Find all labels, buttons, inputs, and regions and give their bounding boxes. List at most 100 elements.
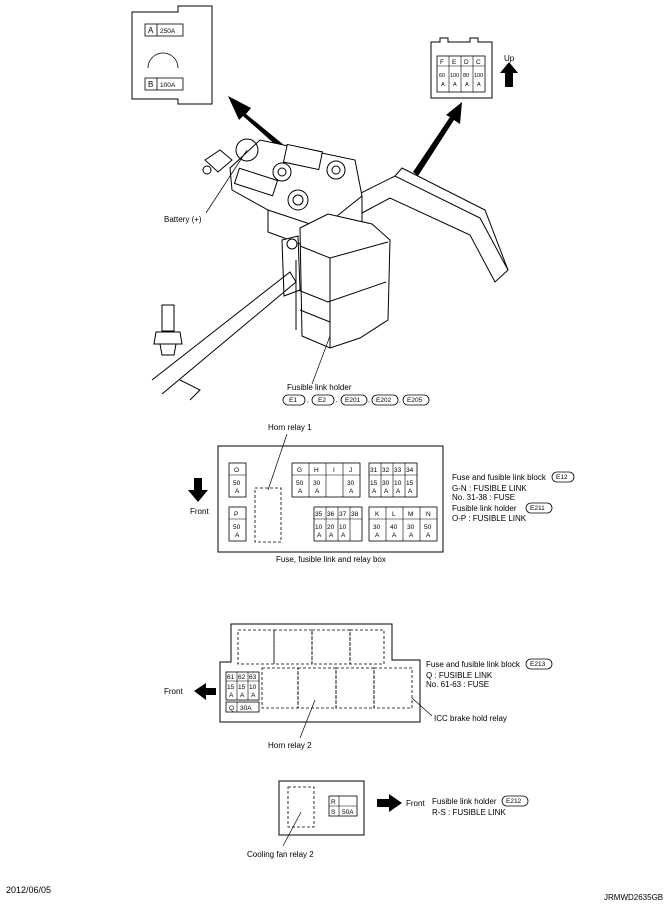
fuse-a-amp: 250A <box>160 28 176 35</box>
svg-text:R-S : FUSIBLE LINK: R-S : FUSIBLE LINK <box>432 808 506 817</box>
fuse-a-letter: A <box>148 26 154 35</box>
svg-text:,: , <box>368 397 370 404</box>
connector-e201: E201 <box>345 397 361 404</box>
svg-text:Q : FUSIBLE LINK: Q : FUSIBLE LINK <box>426 671 493 680</box>
pointer-arrow-right-icon <box>413 102 462 176</box>
box1-legend: Fuse and fusible link block E12 G-N : FU… <box>452 471 575 523</box>
box2-legend: Fuse and fusible link block E213 Q : FUS… <box>426 658 553 689</box>
svg-text:10: 10 <box>249 684 257 691</box>
holder-label: Fusible link holder <box>287 383 352 392</box>
svg-text:,: , <box>307 397 309 404</box>
fuse-relay-box-outline <box>217 445 444 553</box>
front-right-arrow-icon <box>377 794 402 812</box>
svg-text:34: 34 <box>406 467 414 474</box>
svg-text:30: 30 <box>373 524 381 531</box>
fuse-d-letter: D <box>464 59 469 66</box>
svg-text:K: K <box>375 511 380 518</box>
svg-text:A: A <box>240 692 245 699</box>
svg-text:No. 31-38 : FUSE: No. 31-38 : FUSE <box>452 493 515 502</box>
svg-text:A: A <box>235 488 240 495</box>
svg-text:Fuse and fusible link block: Fuse and fusible link block <box>426 660 521 669</box>
fuse-c-unit: A <box>477 82 481 88</box>
fuse-d-unit: A <box>465 82 469 88</box>
pointer-arrow-left-icon <box>228 96 290 154</box>
svg-text:Fuse and fusible link block: Fuse and fusible link block <box>452 473 547 482</box>
svg-text:A: A <box>408 488 413 495</box>
svg-text:50: 50 <box>296 480 304 487</box>
fuse-link-block-e213: 61 62 63 15 15 10 A A A Q 30A <box>219 623 421 723</box>
svg-text:31: 31 <box>370 467 378 474</box>
svg-text:30: 30 <box>382 480 390 487</box>
svg-text:A: A <box>341 532 346 539</box>
fuse-e-unit: A <box>453 82 457 88</box>
fuse-k-n: K L M N 30 40 30 50 A A A A <box>368 506 438 542</box>
box1-caption: Fuse, fusible link and relay box <box>276 555 386 564</box>
svg-text:A: A <box>349 488 354 495</box>
badge-e211: E211 <box>530 505 545 512</box>
top-left-fuse-block: A 250A B 100A <box>131 5 213 105</box>
svg-text:A: A <box>315 488 320 495</box>
fuse-c-letter: C <box>476 59 481 66</box>
svg-text:A: A <box>251 692 256 699</box>
fuse-f-letter: F <box>440 59 444 66</box>
fuse-b-amp: 100A <box>160 82 176 89</box>
icc-brake-hold-relay-label: ICC brake hold relay <box>434 714 507 723</box>
svg-text:15: 15 <box>227 684 235 691</box>
svg-text:50: 50 <box>233 524 241 531</box>
box2-front-label: Front <box>164 687 183 696</box>
fuse-f-amp: 60 <box>439 73 445 79</box>
svg-text:No. 61-63 : FUSE: No. 61-63 : FUSE <box>426 680 489 689</box>
svg-text:50: 50 <box>424 524 432 531</box>
svg-text:10: 10 <box>339 524 347 531</box>
svg-text:A: A <box>235 532 240 539</box>
fuse-d-amp: 80 <box>463 73 469 79</box>
svg-text:Fusible link holder: Fusible link holder <box>452 504 517 513</box>
svg-text:G: G <box>297 467 302 474</box>
svg-text:63: 63 <box>249 674 257 681</box>
svg-text:I: I <box>333 467 335 474</box>
fuse-e-amp: 100 <box>450 73 459 79</box>
svg-text:40: 40 <box>390 524 398 531</box>
svg-text:30: 30 <box>347 480 355 487</box>
battery-label: Battery (+) <box>164 215 202 224</box>
svg-text:A: A <box>229 692 234 699</box>
svg-text:A: A <box>317 532 322 539</box>
badge-e12: E12 <box>556 474 568 481</box>
svg-text:61: 61 <box>227 674 235 681</box>
svg-text:10: 10 <box>315 524 323 531</box>
connector-e2: E2 <box>318 397 326 404</box>
footer-date: 2012/06/05 <box>6 885 51 895</box>
front-left-arrow-icon <box>194 683 216 700</box>
fuse-o: O 50 A <box>228 462 247 498</box>
badge-e213: E213 <box>530 661 546 668</box>
svg-text:A: A <box>298 488 303 495</box>
fuse-f-unit: A <box>441 82 445 88</box>
fuse-31-34: 31 32 33 34 15 30 10 15 A A A A <box>368 462 418 498</box>
svg-text:35: 35 <box>315 511 323 518</box>
svg-text:20: 20 <box>327 524 335 531</box>
svg-text:A: A <box>372 488 377 495</box>
fuse-e-letter: E <box>452 59 457 66</box>
svg-text:A: A <box>396 488 401 495</box>
fuse-35-38: 35 36 37 38 10 20 10 A A A <box>313 506 363 542</box>
horn-relay-1-label: Horn relay 1 <box>268 423 312 432</box>
box3-front-label: Front <box>406 799 425 808</box>
svg-text:A: A <box>375 532 380 539</box>
fuse-s-letter: S <box>331 809 336 816</box>
svg-text:A: A <box>329 532 334 539</box>
fuse-p: P 50 A <box>228 506 247 542</box>
svg-text:36: 36 <box>327 511 335 518</box>
svg-text:O: O <box>234 467 239 474</box>
connector-e202: E202 <box>376 397 392 404</box>
svg-text:32: 32 <box>382 467 390 474</box>
box3-legend: Fusible link holder E212 R-S : FUSIBLE L… <box>432 795 529 817</box>
fuse-g-j: G H I J 50 30 30 A A A <box>291 462 361 498</box>
svg-text:,: , <box>336 397 338 404</box>
svg-text:H: H <box>314 467 319 474</box>
svg-text:30: 30 <box>407 524 415 531</box>
svg-text:15: 15 <box>238 684 246 691</box>
up-arrow-icon <box>500 62 518 87</box>
svg-text:J: J <box>349 467 352 474</box>
fuse-s-amp: 50A <box>342 809 354 816</box>
svg-text:L: L <box>392 511 396 518</box>
